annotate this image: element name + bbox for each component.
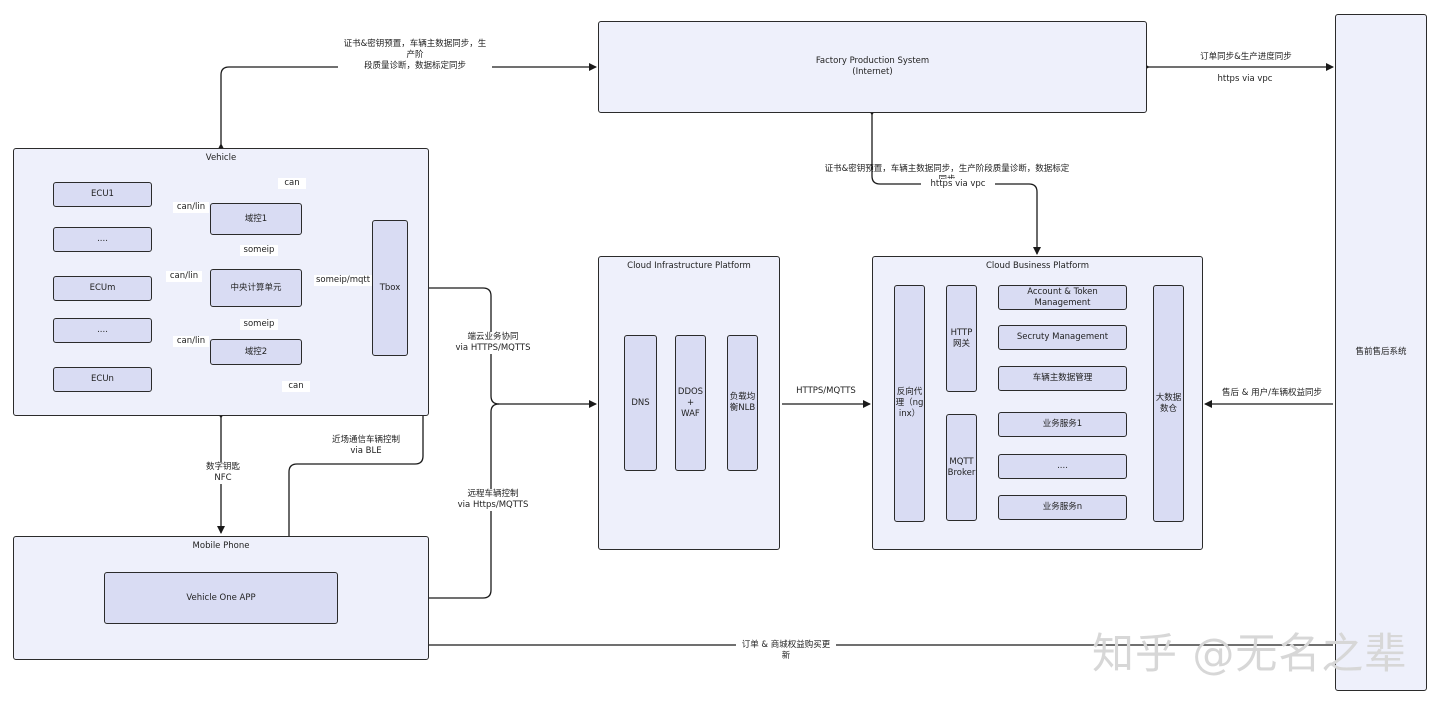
tbox-box: Tbox [372,220,408,356]
vehicle-one-app: Vehicle One APP [104,572,338,624]
factory-production-system: Factory Production System (Internet) [598,21,1147,113]
watermark: 知乎 @无名之辈 [1092,629,1408,678]
label-canlin-3: can/lin [173,336,209,347]
label-factory-cloud-2: https via vpc [921,179,995,190]
mobile-phone-title: Mobile Phone [192,541,250,551]
ecu-ellipsis-1: .... [53,227,152,252]
cloud-infra-title: Cloud Infrastructure Platform [627,261,751,271]
after-sales-system: 售前售后系统 [1335,14,1427,691]
account-token-box: Account & Token Management [998,285,1127,310]
business-service-1-box: 业务服务1 [998,412,1127,437]
label-canlin-2: can/lin [166,271,202,282]
vehicle-master-data-box: 车辆主数据管理 [998,366,1127,391]
dns-box: DNS [624,335,657,471]
business-service-ellipsis: .... [998,454,1127,479]
big-data-warehouse-box: 大数据 数仓 [1153,285,1184,522]
business-service-n-box: 业务服务n [998,495,1127,520]
label-nfc: 数字钥匙NFC [196,462,250,484]
vehicle-title: Vehicle [205,153,237,163]
edge-vehicle-factory [217,63,597,151]
label-order-bottom: 订单 & 商城权益购买更新 [736,640,836,662]
label-edge-cloud: 端云业务协同 via HTTPS/MQTTS [452,332,534,354]
ddos-waf-box: DDOS + WAF [675,335,706,471]
cloud-biz-title: Cloud Business Platform [985,261,1089,271]
label-can-top: can [278,178,306,189]
label-infra-biz: HTTPS/MQTTS [796,386,856,396]
reverse-proxy-box: 反向代 理（ng inx） [894,285,925,522]
mqtt-broker-box: MQTT Broker [946,414,977,521]
security-management-box: Secruty Management [998,325,1127,350]
label-ble: 近场通信车辆控制 via BLE [331,435,400,456]
label-someip-1: someip [240,245,278,256]
central-compute-unit: 中央计算单元 [210,269,302,307]
edge-remote [340,403,500,599]
ecu1-box: ECU1 [53,182,152,207]
label-someip-mqtt: someip/mqtt [314,275,372,286]
label-remote: 远程车辆控制 via Https/MQTTS [455,489,531,511]
label-canlin-1: can/lin [173,202,209,213]
label-aftersales-biz: 售后 & 用户/车辆权益同步 [1222,388,1322,398]
ecu-ellipsis-2: .... [53,318,152,343]
domain-controller-1: 域控1 [210,203,302,235]
label-vehicle-factory: 证书&密钥预置，车辆主数据同步，生产阶 段质量诊断，数据标定同步 [338,39,492,72]
domain-controller-2: 域控2 [210,339,302,365]
label-someip-2: someip [240,319,278,330]
ecum-box: ECUm [53,276,152,301]
ecun-box: ECUn [53,367,152,392]
http-gateway-box: HTTP 网关 [946,285,977,392]
label-factory-aftersales-1: 订单同步&生产进度同步 [1200,52,1292,62]
label-factory-aftersales-2: https via vpc [1217,74,1273,84]
load-balancer-box: 负载均 衡NLB [727,335,758,471]
label-can-bottom: can [282,381,310,392]
